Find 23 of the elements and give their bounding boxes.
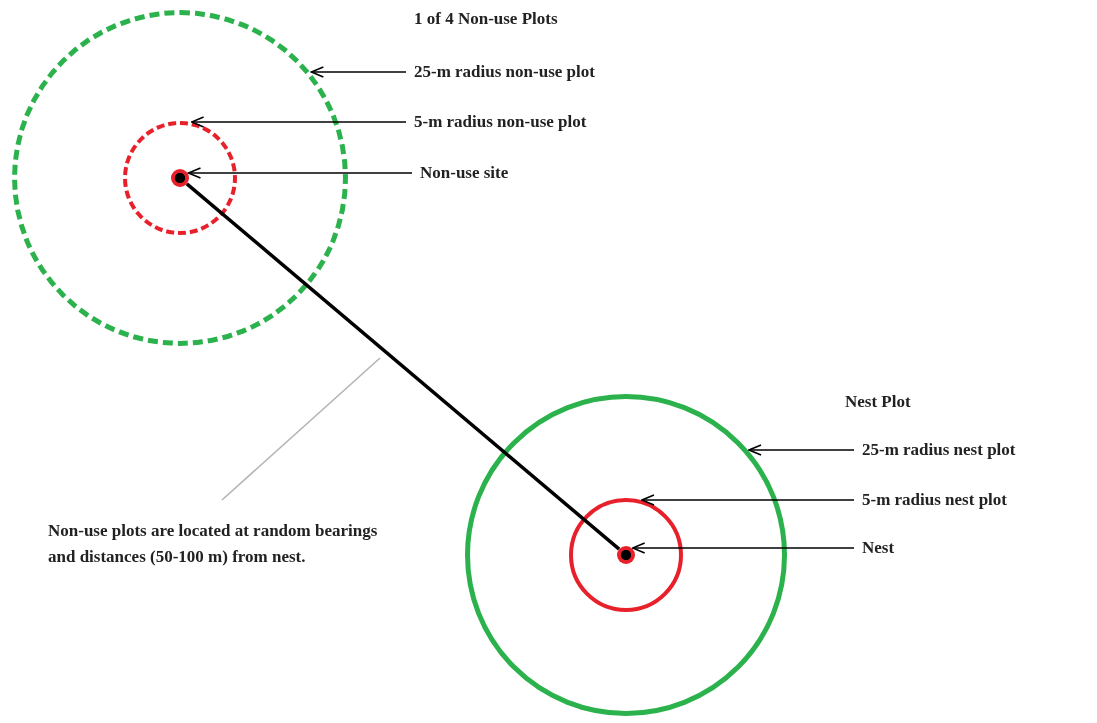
- callout-label: 5-m radius non-use plot: [414, 111, 587, 133]
- leader-arrow: [310, 66, 407, 78]
- plot-circle: [465, 394, 787, 716]
- group-heading: Nest Plot: [845, 391, 911, 413]
- callout-label: 25-m radius nest plot: [862, 439, 1016, 461]
- site-dot: [617, 546, 635, 564]
- callout-label: Nest: [862, 537, 895, 559]
- note-text: Non-use plots are located at random bearings and distances (50-100 m) from nest.: [48, 518, 398, 570]
- callout-label: 25-m radius non-use plot: [414, 61, 595, 83]
- leader-line: [221, 357, 381, 501]
- group-heading: 1 of 4 Non-use Plots: [414, 8, 558, 30]
- leader-arrow: [748, 444, 855, 456]
- dashed-plot-circle: [12, 10, 348, 346]
- callout-label: 5-m radius nest plot: [862, 489, 1007, 511]
- callout-label: Non-use site: [420, 162, 509, 184]
- leader-arrow: [187, 167, 413, 179]
- dashed-plot-circle: [123, 121, 237, 235]
- leader-arrow: [641, 494, 855, 506]
- leader-arrow: [631, 542, 855, 554]
- distance-line: [185, 182, 621, 551]
- plot-circle: [569, 498, 683, 612]
- leader-arrow: [190, 116, 407, 128]
- site-dot: [171, 169, 189, 187]
